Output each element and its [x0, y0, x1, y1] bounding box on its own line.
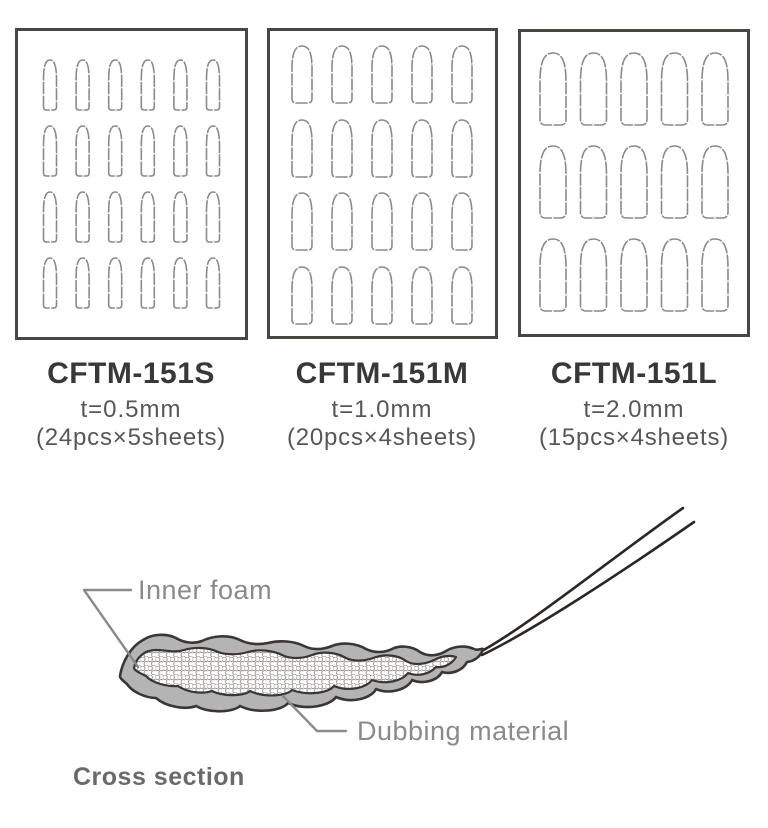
- foam-piece-outline: [75, 59, 90, 111]
- dubbing-material-label: Dubbing material: [357, 716, 570, 746]
- foam-piece-outline: [107, 191, 123, 243]
- foam-piece-outline: [173, 59, 188, 111]
- foam-pieces-grid-l: [539, 52, 729, 312]
- foam-piece-outline: [539, 145, 567, 219]
- foam-piece-outline: [331, 45, 353, 104]
- foam-piece-outline: [331, 119, 353, 178]
- foam-piece-outline: [173, 191, 188, 243]
- piece-count-spec: (15pcs×4sheets): [538, 424, 730, 451]
- foam-piece-outline: [205, 125, 221, 177]
- thickness-spec: t=2.0mm: [583, 396, 685, 423]
- foam-sheet-panel-l: [518, 29, 750, 337]
- dubbing-leader-line: [281, 694, 348, 733]
- foam-piece-outline: [140, 59, 156, 111]
- foam-piece-outline: [539, 238, 567, 312]
- thickness-spec: t=1.0mm: [331, 396, 433, 423]
- foam-piece-outline: [291, 192, 313, 251]
- foam-piece-outline: [371, 119, 393, 178]
- foam-piece-outline: [579, 238, 608, 312]
- foam-piece-outline: [42, 257, 58, 309]
- foam-piece-outline: [107, 125, 123, 177]
- foam-piece-outline: [620, 238, 648, 312]
- foam-piece-outline: [107, 257, 123, 309]
- foam-piece-outline: [75, 125, 90, 177]
- model-number: CFTM-151L: [550, 357, 718, 390]
- foam-piece-outline: [140, 257, 156, 309]
- foam-piece-outline: [579, 145, 608, 219]
- foam-piece-outline: [291, 119, 313, 178]
- model-number: CFTM-151S: [47, 357, 215, 390]
- tying-thread: [478, 506, 696, 657]
- foam-piece-outline: [660, 238, 689, 312]
- foam-piece-outline: [42, 191, 58, 243]
- foam-piece-outline: [371, 192, 393, 251]
- inner-foam-core: [132, 646, 458, 697]
- foam-piece-outline: [331, 266, 353, 325]
- foam-piece-outline: [701, 238, 729, 312]
- foam-piece-outline: [107, 59, 123, 111]
- sheet-spec-s: CFTM-151S t=0.5mm (24pcs×5sheets): [1, 357, 261, 451]
- foam-piece-outline: [42, 125, 58, 177]
- foam-piece-outline: [331, 192, 353, 251]
- foam-piece-outline: [140, 125, 156, 177]
- foam-piece-outline: [451, 119, 473, 178]
- sheet-spec-l: CFTM-151L t=2.0mm (15pcs×4sheets): [504, 357, 764, 451]
- foam-sheet-panel-m: [267, 28, 498, 339]
- foam-piece-outline: [701, 145, 729, 219]
- foam-piece-outline: [371, 45, 393, 104]
- foam-piece-outline: [205, 191, 221, 243]
- sheet-spec-m: CFTM-151M t=1.0mm (20pcs×4sheets): [252, 357, 512, 451]
- thickness-spec: t=0.5mm: [80, 396, 182, 423]
- foam-piece-outline: [205, 59, 221, 111]
- foam-sheet-panel-s: [15, 28, 248, 340]
- foam-piece-outline: [451, 45, 473, 104]
- foam-piece-outline: [660, 52, 689, 126]
- inner-foam-label: Inner foam: [138, 575, 273, 605]
- cross-section-caption: Cross section: [73, 763, 245, 791]
- foam-piece-outline: [451, 192, 473, 251]
- piece-count-spec: (20pcs×4sheets): [286, 424, 478, 451]
- foam-piece-outline: [173, 125, 188, 177]
- foam-piece-outline: [620, 145, 648, 219]
- foam-piece-outline: [75, 257, 90, 309]
- foam-piece-outline: [411, 45, 433, 104]
- foam-piece-outline: [539, 52, 567, 126]
- foam-piece-outline: [291, 266, 313, 325]
- foam-piece-outline: [411, 266, 433, 325]
- foam-piece-outline: [205, 257, 221, 309]
- foam-piece-outline: [42, 59, 58, 111]
- foam-pieces-grid-s: [42, 59, 221, 309]
- foam-piece-outline: [660, 145, 689, 219]
- foam-piece-outline: [173, 257, 188, 309]
- foam-piece-outline: [701, 52, 729, 126]
- inner-foam-leader-line: [82, 588, 140, 669]
- foam-piece-outline: [140, 191, 156, 243]
- model-number: CFTM-151M: [295, 357, 469, 390]
- foam-piece-outline: [291, 45, 313, 104]
- foam-piece-outline: [579, 52, 608, 126]
- piece-count-spec: (24pcs×5sheets): [35, 424, 227, 451]
- foam-piece-outline: [411, 192, 433, 251]
- foam-piece-outline: [371, 266, 393, 325]
- foam-pieces-grid-m: [291, 45, 473, 325]
- foam-piece-outline: [411, 119, 433, 178]
- foam-piece-outline: [620, 52, 648, 126]
- foam-piece-outline: [75, 191, 90, 243]
- foam-piece-outline: [451, 266, 473, 325]
